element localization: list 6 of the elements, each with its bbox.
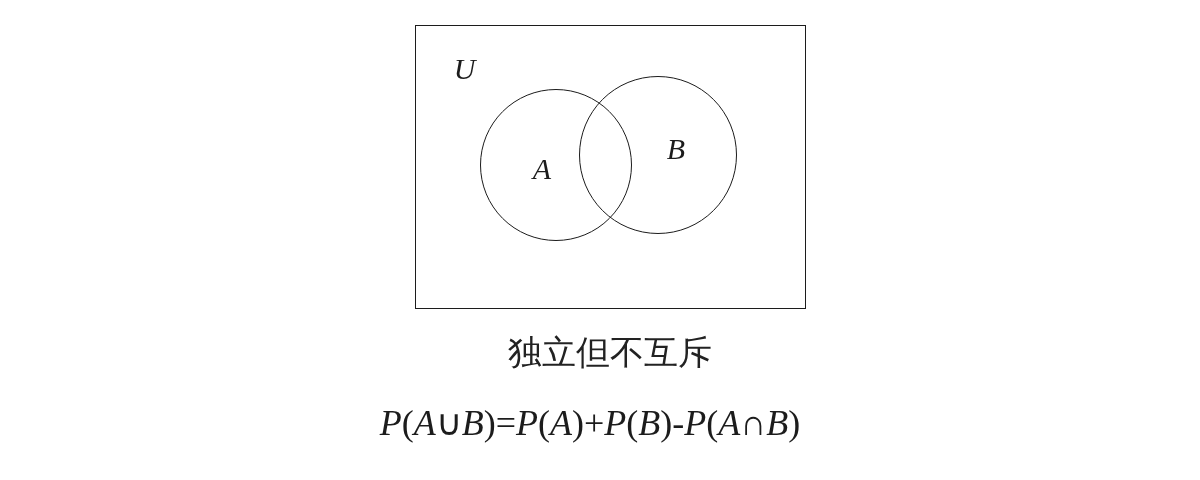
set-label: A: [532, 154, 552, 184]
set-label: U: [453, 53, 476, 84]
caption: 独立但不互斥: [508, 335, 712, 369]
set-label: B: [666, 134, 686, 164]
universe-rectangle: [415, 25, 806, 309]
formula: P(A∪B)=P(A)+P(B)-P(A∩B): [379, 405, 801, 441]
